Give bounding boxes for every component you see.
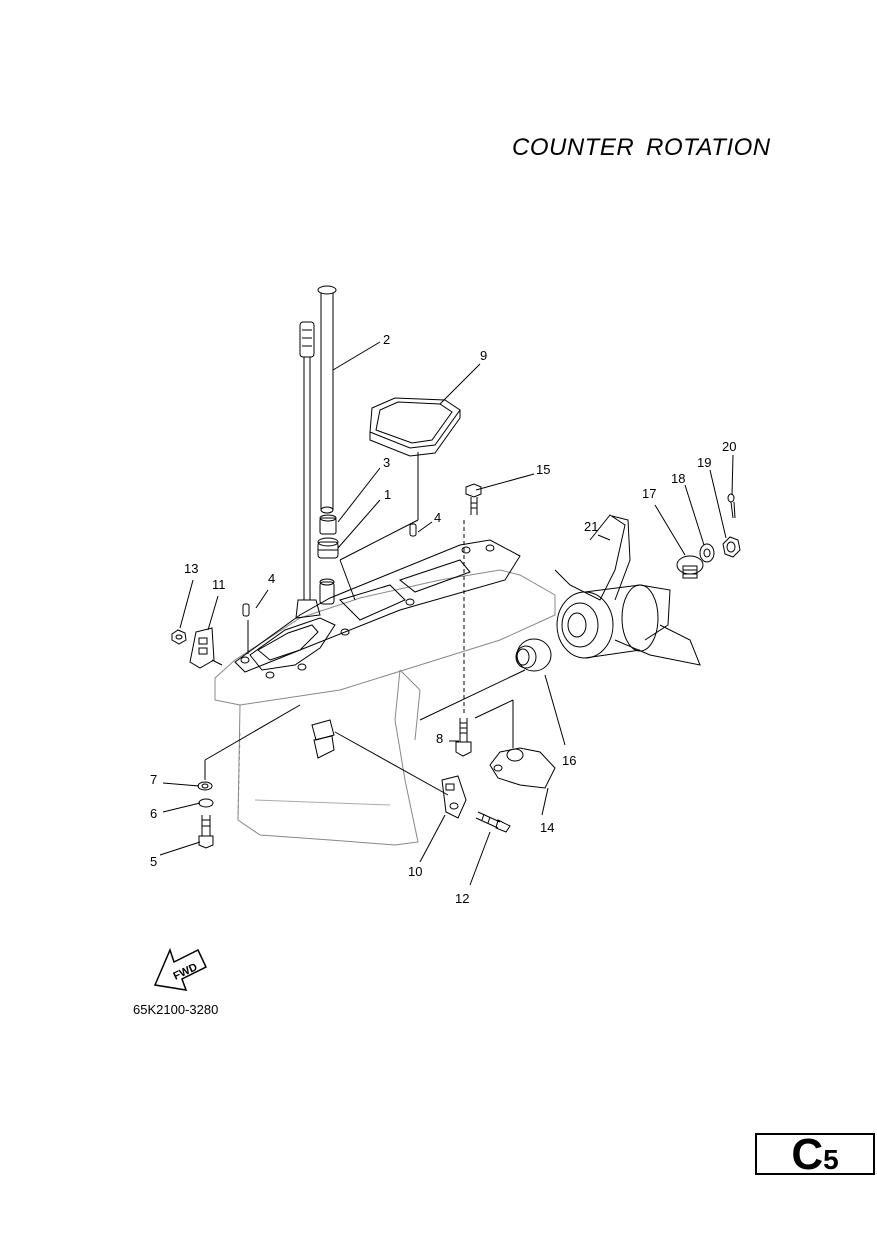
seal-16	[515, 638, 552, 672]
callout-16: 16	[562, 753, 576, 768]
water-inlet	[319, 578, 335, 605]
callout-19: 19	[697, 455, 711, 470]
part-number: 65K2100-3280	[133, 1002, 219, 1017]
callout-11: 11	[212, 577, 226, 592]
title-word-counter: COUNTER	[512, 134, 635, 161]
callout-15: 15	[536, 462, 550, 477]
callout-2: 2	[383, 332, 390, 347]
grommet-3	[319, 514, 337, 535]
cotter-pin-20	[727, 493, 736, 519]
callout-1: 1	[384, 487, 391, 502]
callout-3: 3	[383, 455, 390, 470]
fins	[311, 719, 335, 759]
drive-shaft	[295, 321, 321, 619]
page-index-box: C5	[755, 1133, 875, 1177]
callout-labels: 2 9 3 1 4 4 15 13 11 21 17 18 19 20 16 8…	[150, 332, 736, 906]
water-tube	[317, 285, 337, 514]
bolt-15	[465, 483, 482, 515]
bolt-5	[198, 815, 214, 849]
dowel-pin	[242, 523, 417, 617]
callout-4-right: 4	[434, 510, 441, 525]
callout-21: 21	[584, 519, 598, 534]
title-word-rotation: ROTATION	[646, 134, 771, 161]
plate-11	[189, 627, 215, 669]
fwd-arrow-icon	[153, 947, 207, 991]
thrust-washer-17	[676, 555, 704, 579]
callout-5: 5	[150, 854, 157, 869]
callout-18: 18	[671, 471, 685, 486]
callout-9: 9	[480, 348, 487, 363]
washer	[197, 781, 214, 808]
leader-lines	[159, 341, 734, 886]
lower-case-housing	[214, 539, 556, 846]
callout-20: 20	[722, 439, 736, 454]
nut-13	[171, 629, 187, 645]
callout-6: 6	[150, 806, 157, 821]
callout-4-left: 4	[268, 571, 275, 586]
nut-19	[722, 536, 741, 558]
anode-10	[441, 775, 467, 819]
callout-12: 12	[455, 891, 469, 906]
propeller-21	[554, 514, 701, 666]
bolt-8	[455, 718, 472, 757]
callout-13: 13	[184, 561, 198, 576]
diagram-title: COUNTER ROTATION	[512, 134, 771, 162]
grommet-1	[317, 537, 339, 559]
page-letter: C	[791, 1130, 824, 1179]
callout-17: 17	[642, 486, 656, 501]
gasket	[369, 397, 461, 457]
callout-10: 10	[408, 864, 422, 879]
callout-7: 7	[150, 772, 157, 787]
page-number: 5	[823, 1144, 839, 1175]
cover-14	[489, 747, 556, 789]
washer-18	[699, 543, 715, 563]
callout-14: 14	[540, 820, 554, 835]
callout-8: 8	[436, 731, 443, 746]
screw-12	[475, 811, 511, 833]
